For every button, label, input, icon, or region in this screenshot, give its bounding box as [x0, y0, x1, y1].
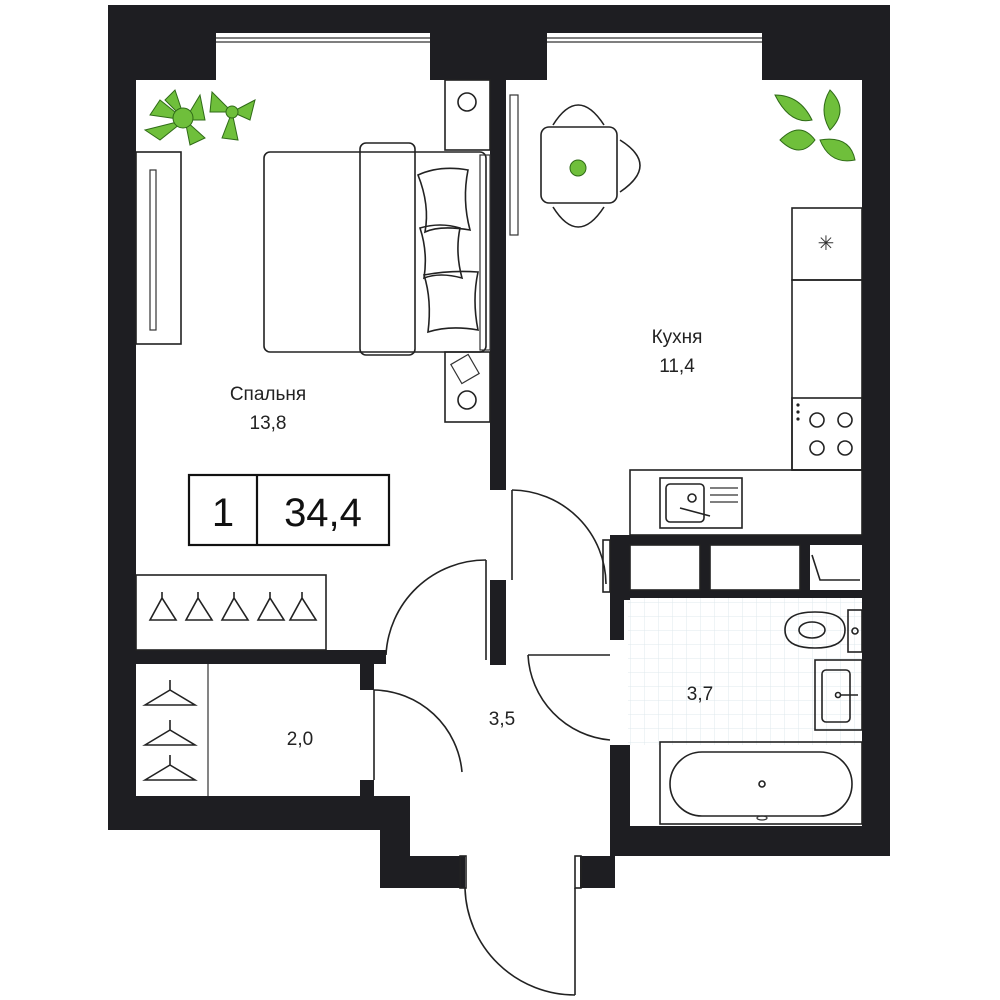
- door-bathroom: [527, 654, 611, 741]
- total-area: 34,4: [284, 491, 362, 535]
- bedroom-name: Спальня: [230, 384, 306, 405]
- sink-icon: [814, 659, 863, 731]
- nightstand-bottom: [444, 351, 491, 423]
- bathroom-area: 3,7: [687, 684, 713, 705]
- bed-icon: [263, 142, 491, 356]
- kitchen-name: Кухня: [652, 327, 703, 348]
- door-bedroom: [385, 559, 487, 660]
- door-closet: [373, 689, 463, 780]
- hall-area: 3,5: [489, 709, 515, 730]
- closet-area: 2,0: [287, 729, 313, 750]
- door-kitchen: [511, 489, 611, 593]
- plant-icon-2: [209, 90, 256, 141]
- svg-text:✳: ✳: [818, 231, 835, 255]
- table-icon: [540, 104, 641, 228]
- hanger-rack: [135, 574, 327, 651]
- door-entrance: [459, 855, 582, 996]
- nightstand-top: [444, 79, 491, 151]
- plant-icon: [143, 89, 206, 146]
- stove-icon: [791, 397, 863, 471]
- toilet-icon: [784, 609, 863, 653]
- walls: [108, 5, 890, 888]
- windows: [216, 37, 762, 43]
- plant-icon-3: [774, 89, 856, 162]
- kitchen-counter: [791, 279, 863, 471]
- bathtub-icon: [659, 741, 863, 825]
- appliance-cabinets: [629, 544, 860, 591]
- kitchen-sink-icon: [629, 469, 863, 536]
- bedroom-area: 13,8: [250, 413, 287, 434]
- apartment-badge: 1 34,4: [187, 473, 391, 547]
- kitchen-area: 11,4: [659, 356, 695, 377]
- wardrobe-left: [135, 151, 182, 345]
- kitchen-wall-panel: [509, 94, 519, 236]
- closet-hangers: [142, 664, 209, 796]
- rooms-count: 1: [212, 491, 234, 535]
- fridge: ✳: [791, 207, 863, 281]
